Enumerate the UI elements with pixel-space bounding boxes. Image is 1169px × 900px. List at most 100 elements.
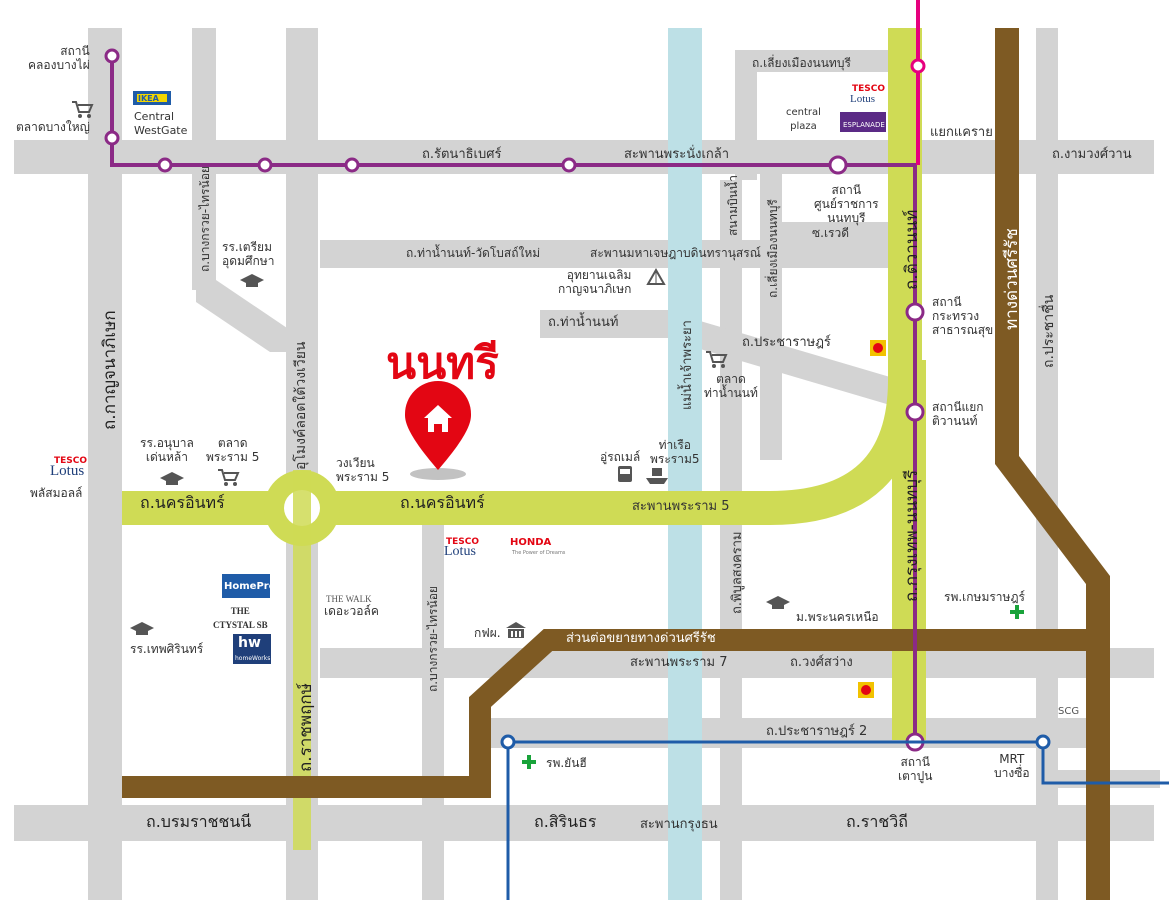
label-rd-outer-ring: ถ.ราชพฤกษ์ xyxy=(296,683,316,772)
road-liangmuang xyxy=(735,50,900,72)
label-rd-pracharat2: ถ.ประชาราษฎร์ 2 xyxy=(766,724,868,739)
label-central-plaza: central plaza xyxy=(786,107,821,132)
label-school-thepsirin: รร.เทพศิรินทร์ xyxy=(130,642,204,656)
label-hosp-yanhee: รพ.ยันฮี xyxy=(546,756,587,770)
school-icon xyxy=(160,472,184,485)
label-tesco-pls: TESCO xyxy=(54,456,88,466)
school-icon xyxy=(130,622,154,635)
label-bridge-phranangklao: สะพานพระนั่งเกล้า xyxy=(624,147,730,162)
label-lotus1: Lotus xyxy=(850,93,876,105)
homeworks-logo xyxy=(233,634,271,664)
road-kanchanaphisek xyxy=(88,28,122,900)
road-borommaratchachonnani xyxy=(14,805,1154,841)
label-expressway-sirat: ทางด่วนศรีรัช xyxy=(1002,228,1022,330)
boat-icon xyxy=(646,468,668,484)
river-chao-phraya xyxy=(668,28,702,900)
label-tesco2: TESCO xyxy=(446,537,480,547)
label-yaek-khae-rai: แยกแคราย xyxy=(930,125,993,140)
store-logo-icon xyxy=(858,682,874,698)
label-rd-bangkruai-top: ถ.บางกรวย-ไทรน้อย xyxy=(198,166,212,272)
label-honda-sub: The Power of Dreams xyxy=(512,550,566,556)
road-tiwanon-lower xyxy=(892,360,926,740)
label-thewalk: เดอะวอล์ค xyxy=(324,604,379,618)
label-river: แม่น้ำเจ้าพระยา xyxy=(680,320,695,410)
label-homepro: HomePro xyxy=(224,581,276,592)
hospital-cross-icon xyxy=(522,755,536,769)
road-liangmuang-v xyxy=(760,160,782,460)
road-liangmuang-link xyxy=(735,60,757,180)
label-rd-prachachuen: ถ.ประชาชื่น xyxy=(1041,294,1057,368)
label-rd-nakhon-in-mid: ถ.นครอินทร์ xyxy=(400,493,485,512)
park-icon xyxy=(646,267,666,285)
label-rd-borommaratchachonnani: ถ.บรมราชชนนี xyxy=(146,812,252,831)
school-icon xyxy=(766,596,790,609)
label-school-anuban: รร.อนุบาล เด่นหล้า xyxy=(140,436,194,464)
road-thanam-wat xyxy=(320,240,890,268)
purple-line-track-south xyxy=(838,163,917,742)
label-rd-ratchaphruek: อุโมงค์ลอดใต้วงเวียน xyxy=(293,341,309,470)
label-rd-thanam: ถ.ท่าน้ำนนท์ xyxy=(548,315,619,330)
label-rd-wongsawang: ถ.วงศ์สว่าง xyxy=(790,655,853,670)
label-scg: SCG xyxy=(1058,706,1080,717)
label-plusmall: พลัสมอลล์ xyxy=(30,486,83,500)
label-bridge-rama5: สะพานพระราม 5 xyxy=(632,499,730,514)
label-bridge-maha: สะพานมหาเจษฎาบดินทรานุสรณ์ xyxy=(590,246,761,260)
label-rd-ratchawithi: ถ.ราชวิถี xyxy=(846,812,908,831)
road-network xyxy=(14,28,1160,900)
homepro-logo xyxy=(222,574,270,598)
expressway-extension xyxy=(122,629,1100,798)
label-rd-pracharat: ถ.ประชาราษฎร์ xyxy=(742,335,831,350)
label-rd-liangmuang: ถ.เลี่ยงเมืองนนทบุรี xyxy=(752,56,851,70)
store-logo-icon xyxy=(870,340,886,356)
cart-icon xyxy=(218,469,240,486)
purple-line-track-west xyxy=(110,56,838,167)
road-prachachuen xyxy=(1036,28,1058,900)
label-expressway-ext: ส่วนต่อขยายทางด่วนศรีรัช xyxy=(566,631,716,646)
road-bangkruai-bottom xyxy=(422,510,444,900)
label-bridge-rama7: สะพานพระราม 7 xyxy=(630,655,728,670)
purple-line-stations xyxy=(104,48,925,752)
cart-icon xyxy=(706,351,728,368)
label-tesco1: TESCO xyxy=(852,84,886,94)
label-hosp-kasem: รพ.เกษมราษฎร์ xyxy=(944,590,1025,604)
label-rd-bangkruai-bottom: ถ.บางกรวย-ไทรน้อย xyxy=(426,586,440,692)
label-rd-thanam-wat: ถ.ท่าน้ำนนท์-วัดโบสถ์ใหม่ xyxy=(406,246,541,260)
expressway-sirat xyxy=(995,28,1110,900)
label-crystal: THE CTYSTAL SB xyxy=(213,606,268,630)
map-title: นนทรี xyxy=(386,338,499,389)
building-icon xyxy=(506,622,526,638)
label-rd-tiwanon: ถ.ติวานนท์ xyxy=(902,209,922,290)
road-bangkruai-diag xyxy=(196,280,290,352)
label-bridge-krungthon: สะพานกรุงธน xyxy=(640,817,718,832)
label-rd-sirindhorn: ถ.สิรินธร xyxy=(534,812,597,831)
label-st-ministry-health: สถานี กระทรวง สาธารณสุข xyxy=(932,295,994,337)
label-school-triam: รร.เตรียม อุดมศึกษา xyxy=(222,240,275,268)
label-egat: กฟผ. xyxy=(474,626,501,640)
label-st-ministry-center: สถานี ศูนย์ราชการ นนทบุรี xyxy=(814,183,879,225)
label-rd-sanambinnam: สนามบินน้ำ xyxy=(726,175,740,236)
label-rd-ngamwongwan: ถ.งามวงศ์วาน xyxy=(1052,147,1132,162)
cart-icon xyxy=(72,101,94,118)
label-market-thanam: ตลาด ท่าน้ำนนท์ xyxy=(704,372,758,400)
label-honda: HONDA xyxy=(510,537,552,548)
label-bus: อู่รถเมล์ xyxy=(600,450,641,464)
label-rd-liangmuang-v: ถ.เลี่ยงเมืองนนทบุรี xyxy=(766,199,780,298)
label-mrt-bangsue: MRT บางซื่อ xyxy=(994,752,1030,780)
label-rd-nakhon-in-left: ถ.นครอินทร์ xyxy=(140,493,225,512)
label-market-bangyai: ตลาดบางใหญ่ xyxy=(16,120,90,134)
label-st-yaek-tiwanon: สถานีแยก ติวานนท์ xyxy=(932,400,984,428)
home-marker-icon xyxy=(405,381,471,480)
label-circle-rama5: วงเวียน พระราม 5 xyxy=(336,456,390,484)
label-hw: hw xyxy=(238,635,261,651)
road-rama7 xyxy=(320,648,1154,678)
label-hw-sub: homeWorks xyxy=(235,655,271,662)
label-kmutnb: ม.พระนครเหนือ xyxy=(796,610,879,624)
label-central-westgate: Central WestGate xyxy=(134,110,188,137)
road-bangkruai-top xyxy=(192,28,216,290)
label-soi-rewadi: ซ.เรวดี xyxy=(812,226,850,240)
school-icon xyxy=(240,274,264,287)
label-ikea: IKEA xyxy=(138,94,159,103)
label-st-klongbangphai: สถานี คลองบางไผ่ xyxy=(28,44,90,72)
